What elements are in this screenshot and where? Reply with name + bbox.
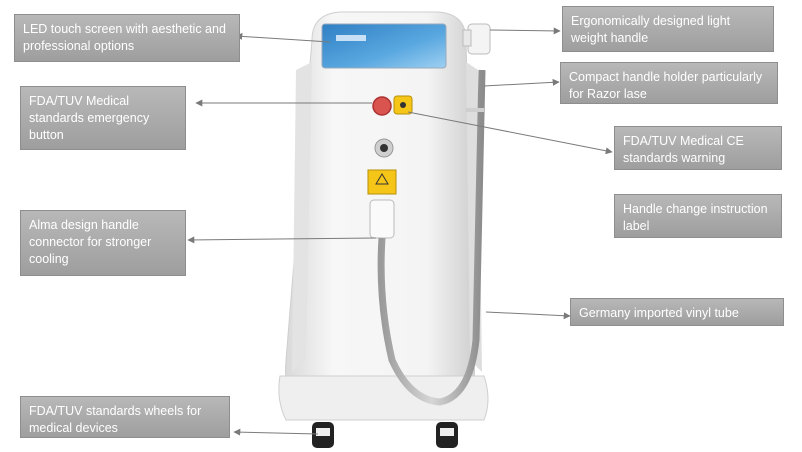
vinyl-tube [377,69,486,406]
arrow-wheels [233,428,319,436]
callout-light-handle: Ergonomically designed light weight hand… [562,6,774,52]
arrow-holder [483,78,560,87]
arrow-light-handle [489,27,561,35]
callout-led-screen: LED touch screen with aesthetic and prof… [14,14,240,62]
arrow-led-screen [235,32,331,43]
arrow-connector [187,236,377,244]
callout-handle-connector: Alma design handle connector for stronge… [20,210,186,276]
callout-handle-holder: Compact handle holder particularly for R… [560,62,778,104]
arrow-vinyl-tube [485,311,571,320]
callout-vinyl-tube: Germany imported vinyl tube [570,298,784,326]
callout-wheels: FDA/TUV standards wheels for medical dev… [20,396,230,438]
callout-emergency-button: FDA/TUV Medical standards emergency butt… [20,86,186,150]
machine-base [278,375,489,421]
arrow-ce-warning [407,111,613,155]
callout-change-label: Handle change instruction label [614,194,782,238]
callout-ce-warning: FDA/TUV Medical CE standards warning [614,126,782,170]
emergency-button [372,96,392,116]
